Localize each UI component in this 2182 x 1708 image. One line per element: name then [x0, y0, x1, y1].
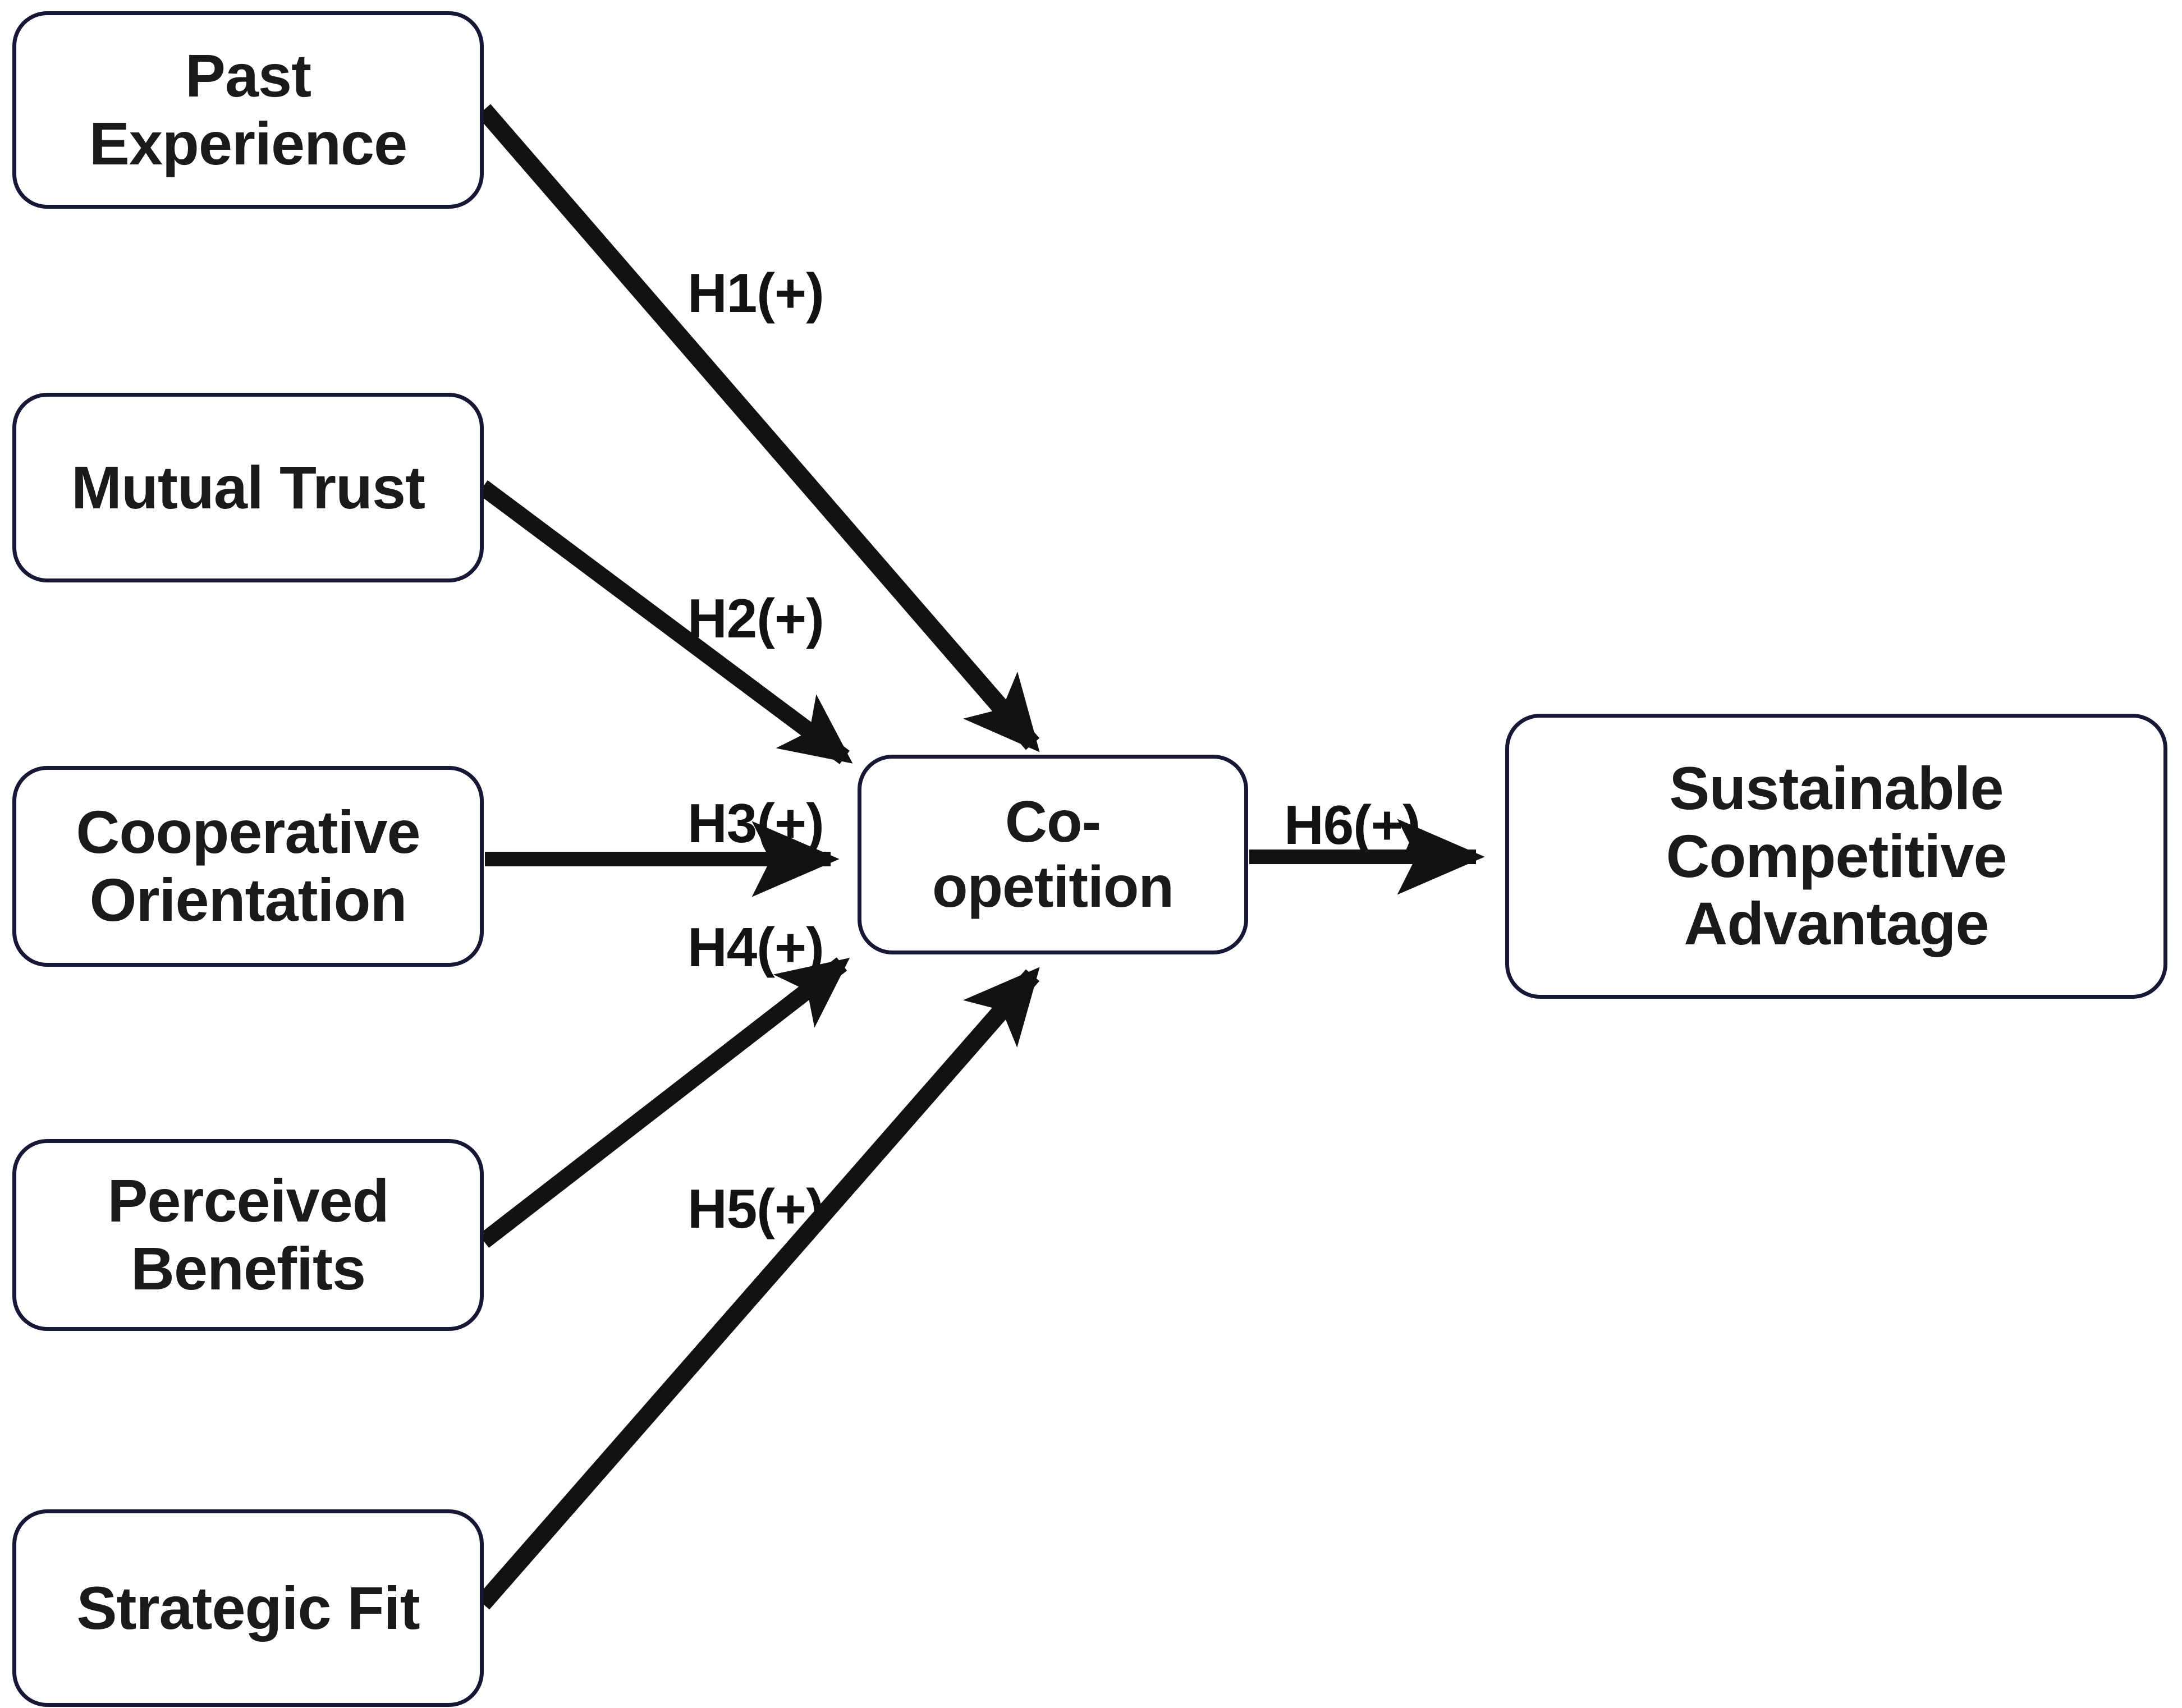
- arrow-h5: [475, 967, 1040, 1610]
- node-label-past-experience: Past Experience: [89, 42, 407, 177]
- node-strategic-fit[interactable]: Strategic Fit: [12, 1509, 484, 1707]
- node-mutual-trust[interactable]: Mutual Trust: [12, 393, 484, 582]
- node-co-opetition[interactable]: Co- opetition: [858, 755, 1248, 954]
- edge-label-h5: H5(+): [687, 1178, 824, 1239]
- node-label-cooperative-orientation: Cooperative Orientation: [76, 798, 420, 934]
- edge-label-h4: H4(+): [687, 916, 824, 978]
- node-cooperative-orientation[interactable]: Cooperative Orientation: [12, 766, 484, 967]
- arrow-h2: [478, 480, 853, 765]
- node-label-perceived-benefits: Perceived Benefits: [107, 1167, 389, 1302]
- node-label-strategic-fit: Strategic Fit: [76, 1573, 420, 1642]
- node-past-experience[interactable]: Past Experience: [12, 11, 484, 209]
- node-label-mutual-trust: Mutual Trust: [71, 453, 425, 521]
- arrow-h4: [478, 957, 850, 1248]
- node-label-co-opetition: Co- opetition: [932, 789, 1174, 920]
- edge-label-h3: H3(+): [687, 792, 824, 854]
- node-sustainable-competitive-advantage[interactable]: Sustainable Competitive Advantage: [1505, 714, 2167, 999]
- node-label-sustainable-competitive-advantage: Sustainable Competitive Advantage: [1666, 754, 2007, 958]
- edge-label-h6: H6(+): [1284, 794, 1421, 856]
- arrow-h1: [476, 104, 1040, 752]
- node-perceived-benefits[interactable]: Perceived Benefits: [12, 1139, 484, 1331]
- edge-label-h1: H1(+): [687, 262, 824, 324]
- edge-label-h2: H2(+): [687, 587, 824, 649]
